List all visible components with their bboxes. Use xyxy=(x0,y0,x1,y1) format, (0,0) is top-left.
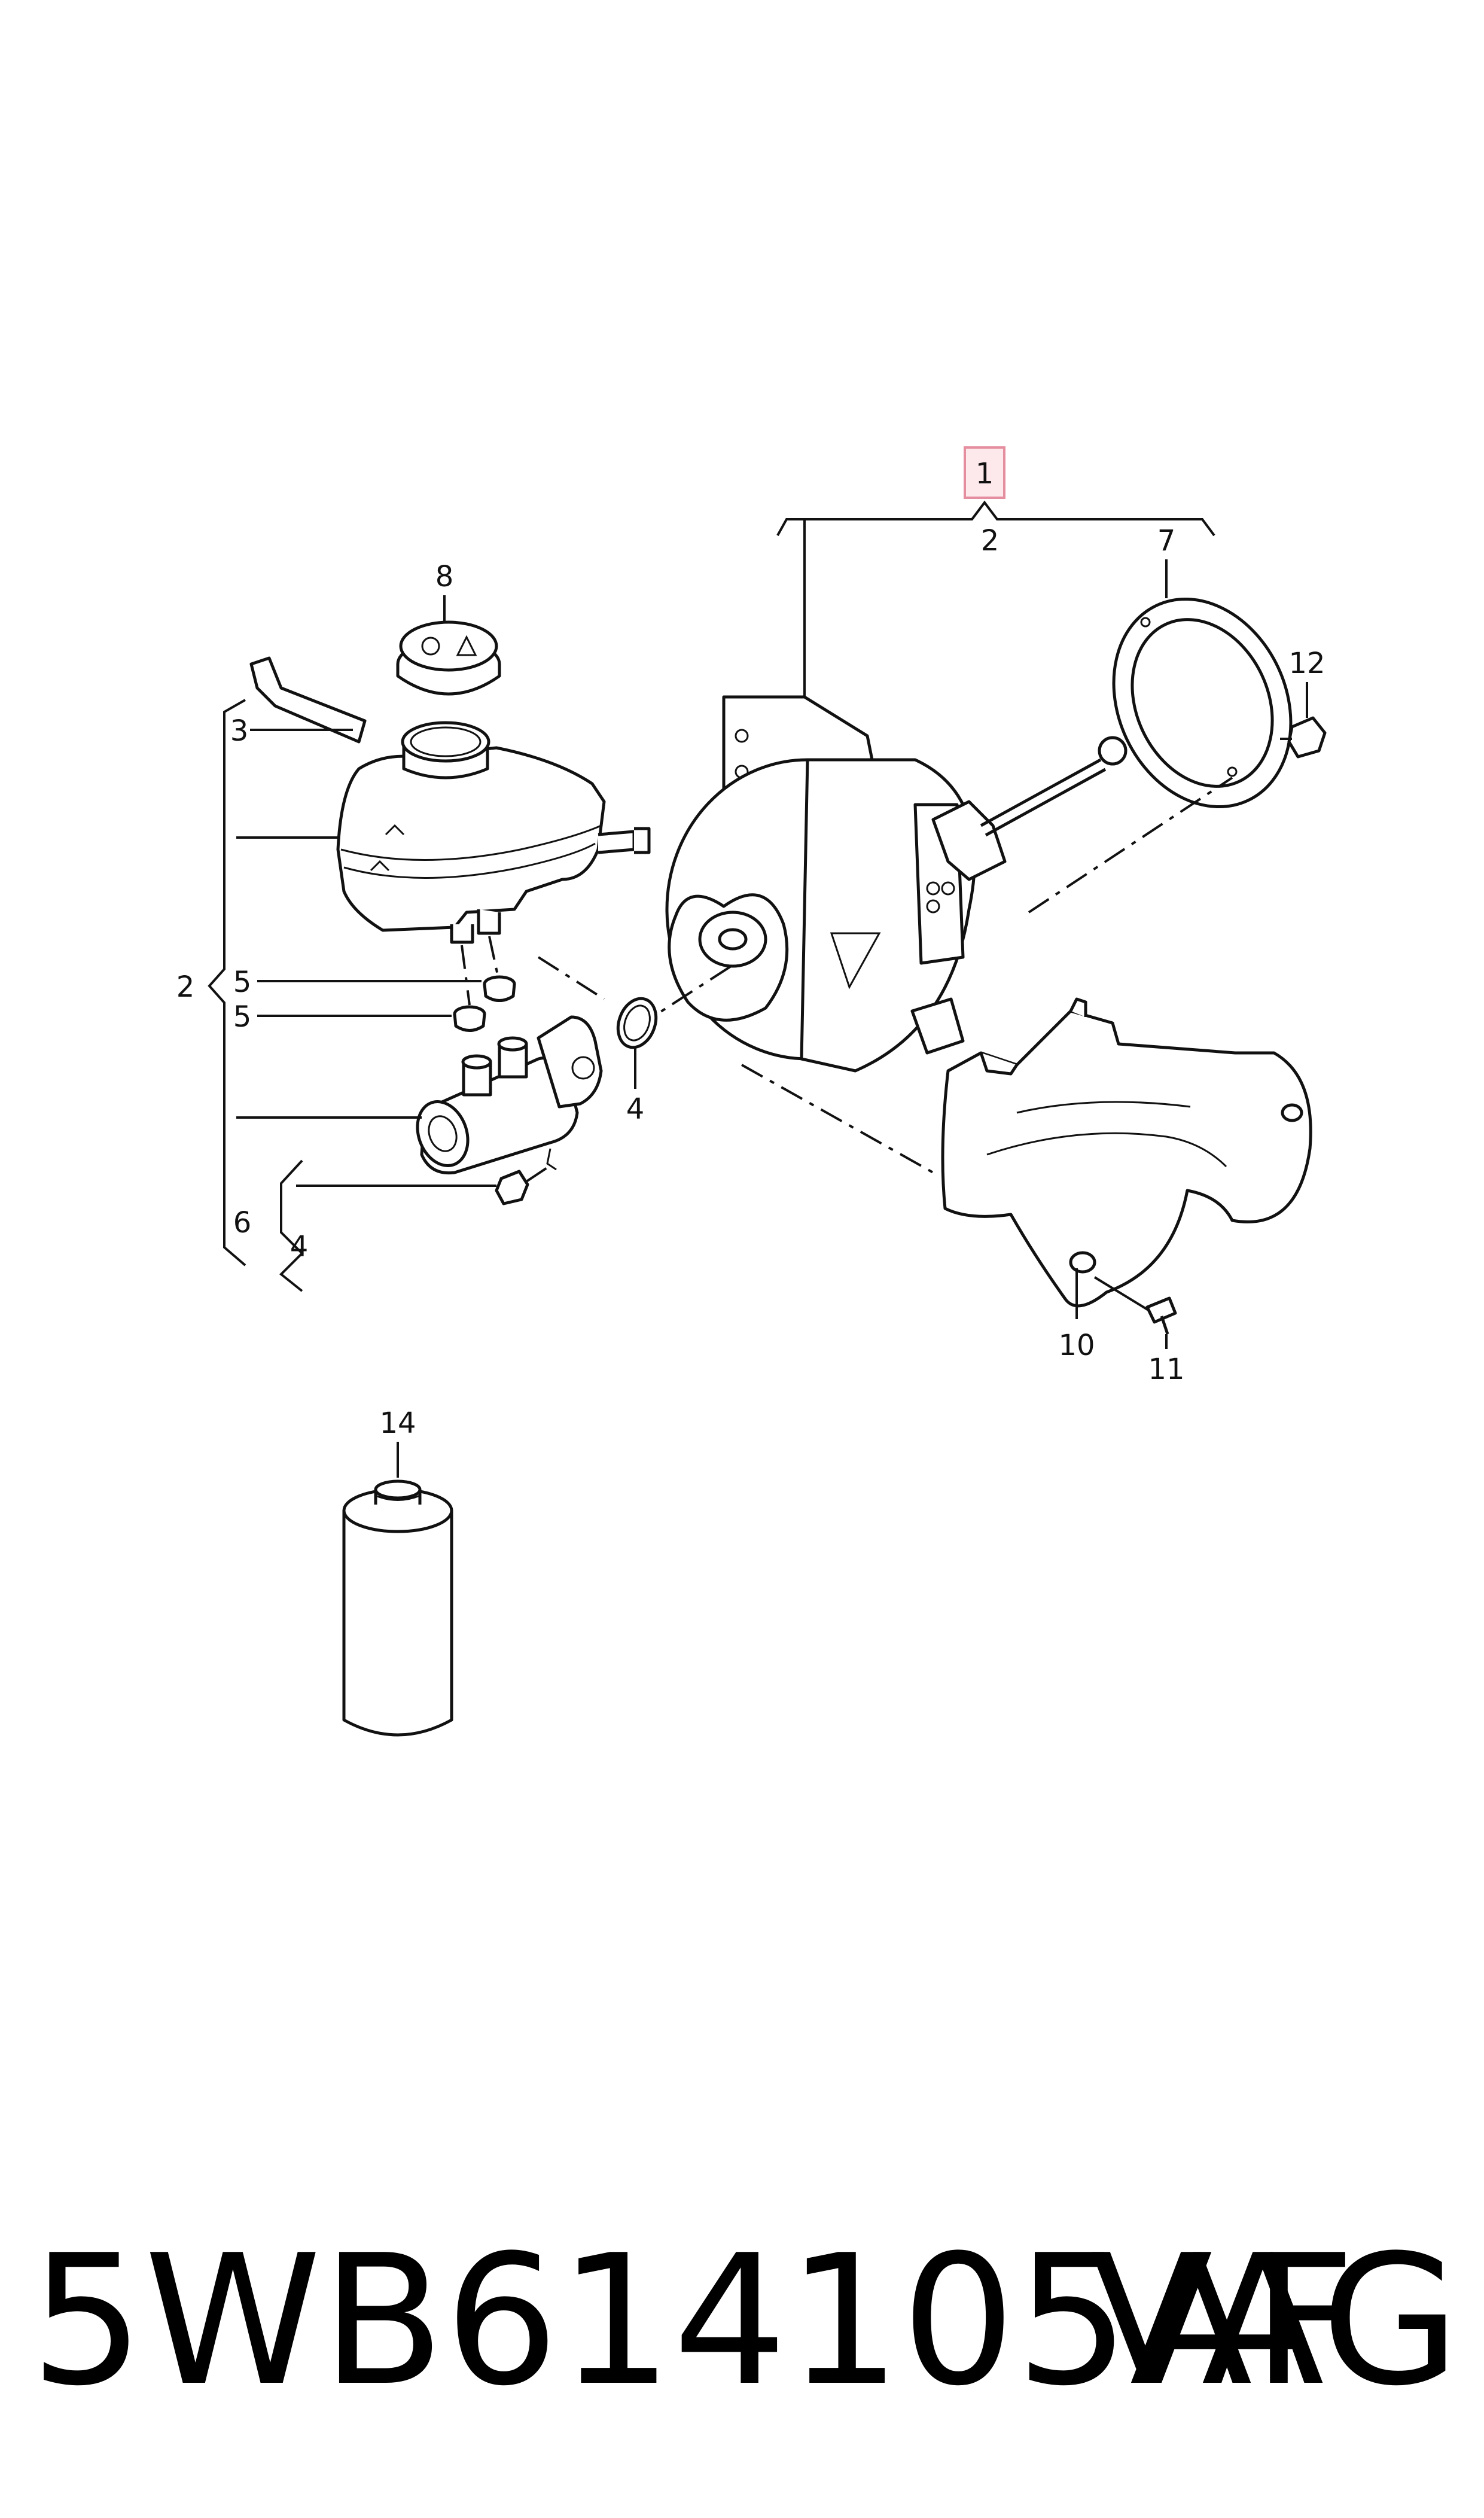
nut-6 xyxy=(495,1170,529,1205)
callout-5a[interactable]: 5 xyxy=(233,966,252,999)
reservoir-cap-8 xyxy=(396,620,501,696)
leader-11-axis xyxy=(1093,1276,1150,1311)
brake-fluid-reservoir xyxy=(336,721,651,944)
callout-11[interactable]: 11 xyxy=(1148,1353,1184,1386)
left-brace xyxy=(208,699,246,1266)
callout-3[interactable]: 3 xyxy=(230,714,249,748)
vent-hose-3 xyxy=(249,656,367,744)
axis-line-a xyxy=(1028,777,1233,914)
callout-7[interactable]: 7 xyxy=(1157,524,1176,558)
callout-2-left[interactable]: 2 xyxy=(176,970,195,1004)
axis-line-f xyxy=(488,936,499,976)
callout-4-nut[interactable]: 4 xyxy=(290,1230,309,1263)
callout-5b[interactable]: 5 xyxy=(233,1000,252,1034)
o-ring-4 xyxy=(616,997,658,1049)
callout-12[interactable]: 12 xyxy=(1288,647,1325,680)
top-brace xyxy=(776,500,1215,537)
nut-12 xyxy=(1287,716,1327,759)
brand-name: VAG xyxy=(1090,2216,1460,2425)
axis-line-g xyxy=(525,1162,554,1183)
bolt-11 xyxy=(1145,1296,1177,1335)
part-number: 5WB614105AF xyxy=(30,2216,1356,2425)
callout-6[interactable]: 6 xyxy=(233,1206,252,1240)
callout-10[interactable]: 10 xyxy=(1058,1329,1095,1362)
brake-fluid-bottle-14 xyxy=(342,1479,453,1737)
callout-1[interactable]: 1 xyxy=(976,457,994,491)
callout-2-top[interactable]: 2 xyxy=(981,524,1000,558)
brake-booster xyxy=(665,695,1128,1073)
axis-line-d xyxy=(741,1064,934,1174)
heat-shield-10 xyxy=(941,997,1312,1308)
callout-1-highlight[interactable] xyxy=(964,446,1005,499)
grommet-5b xyxy=(453,1005,486,1032)
sub-brace-6-4 xyxy=(279,1159,304,1292)
axis-line-e xyxy=(461,945,471,1006)
gasket-7 xyxy=(1112,597,1293,809)
callout-14[interactable]: 14 xyxy=(379,1406,416,1440)
callout-8[interactable]: 8 xyxy=(435,560,454,593)
axis-line-c xyxy=(537,956,605,1000)
grommet-5a xyxy=(483,975,516,1002)
callout-4-ring[interactable]: 4 xyxy=(626,1092,645,1126)
master-cylinder xyxy=(416,1015,603,1175)
